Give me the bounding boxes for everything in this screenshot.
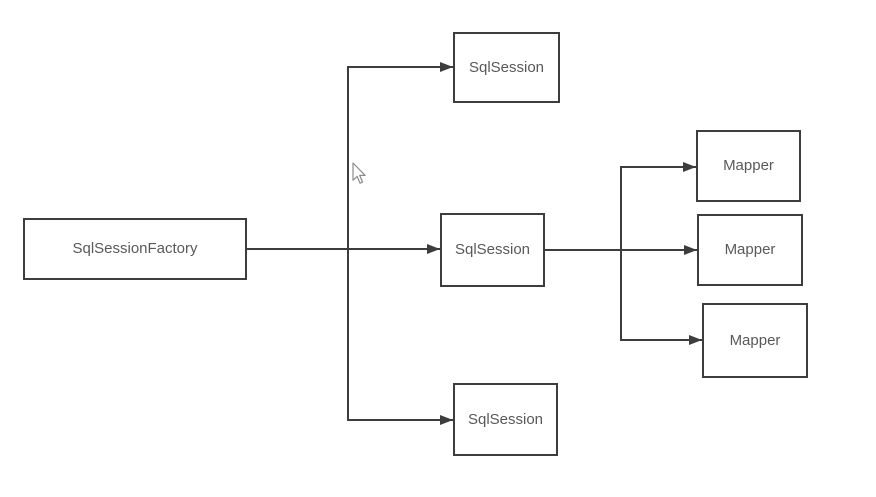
edge-middle-sqlsession-to-top-mapper [620, 162, 696, 250]
node-sqlsession-bottom: SqlSession [453, 383, 558, 456]
edge-factory-to-bottom-sqlsession [347, 249, 453, 425]
edge-middle-sqlsession-to-bottom-mapper [620, 250, 702, 345]
edge-factory-to-top-sqlsession [347, 62, 453, 249]
node-mapper-bottom: Mapper [702, 303, 808, 378]
node-mapper-middle: Mapper [697, 214, 803, 286]
mouse-cursor-icon [352, 162, 366, 184]
node-sqlsession-top: SqlSession [453, 32, 560, 103]
node-sqlsession-middle: SqlSession [440, 213, 545, 287]
node-mapper-top: Mapper [696, 130, 801, 202]
node-sqlsessionfactory: SqlSessionFactory [23, 218, 247, 280]
